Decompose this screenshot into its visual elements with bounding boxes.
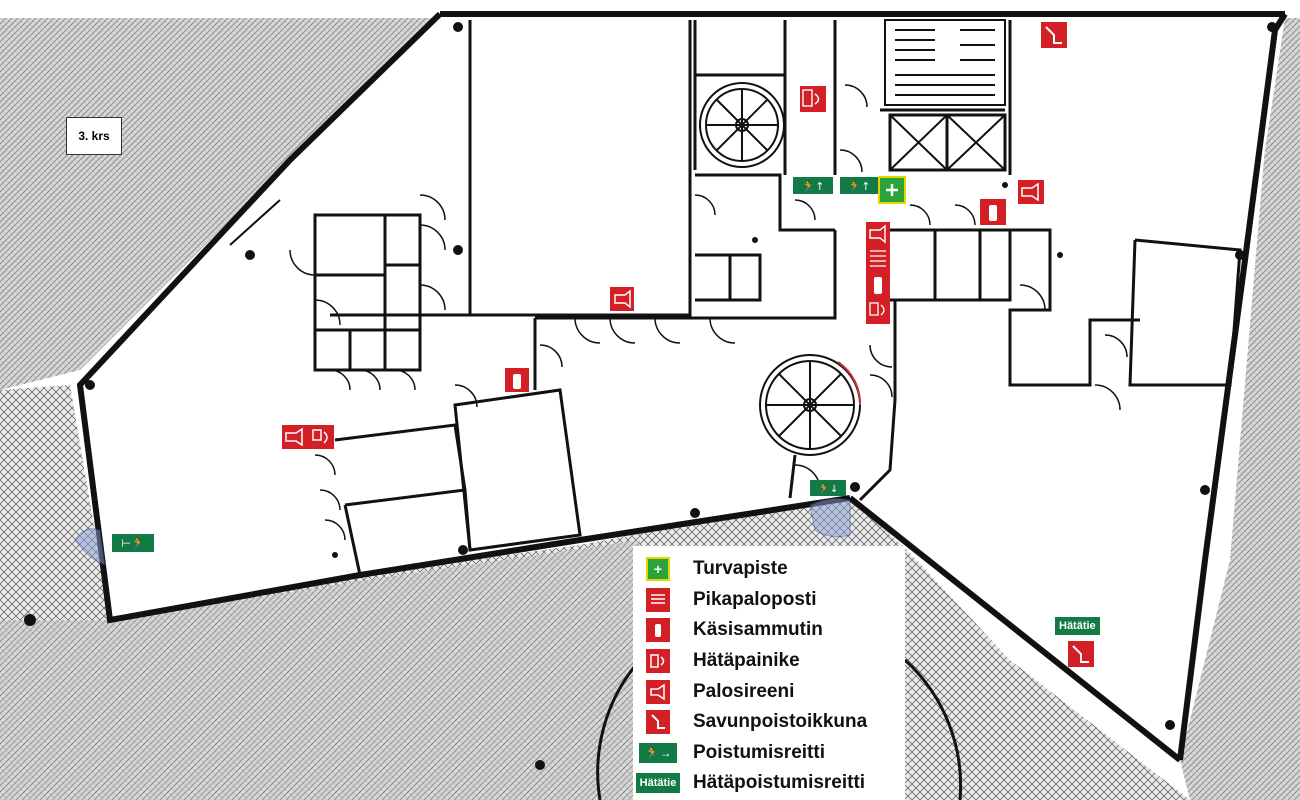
- alarm-button-icon: [646, 649, 670, 674]
- exit-sign-top-2: 🏃↑: [840, 177, 878, 194]
- siren-sign-top-middle: [610, 287, 634, 311]
- fire-siren-icon: [646, 679, 670, 704]
- legend-label: Savunpoistoikkuna: [693, 711, 868, 733]
- svg-text:🏃↑: 🏃↑: [848, 180, 871, 193]
- smoke-vent-icon: [646, 710, 670, 735]
- smoke-vent-sign-top-right: [1041, 22, 1067, 48]
- courtyard-lower-left: [0, 540, 640, 800]
- spiral-stair-top: [699, 82, 785, 168]
- floor-label: 3. krs: [66, 117, 122, 155]
- exit-sign-center-bottom: 🏃↓: [810, 480, 846, 496]
- safe-point-sign-top: [878, 176, 906, 204]
- legend-item-alarm-button: Hätäpainike: [633, 646, 905, 677]
- equipment-stack-sign: [866, 222, 890, 324]
- legend-label: Hätäpoistumisreitti: [693, 772, 866, 794]
- siren-alarm-sign-left: [282, 425, 334, 449]
- legend-item-smoke-vent: Savunpoistoikkuna: [633, 707, 905, 738]
- emergency-exit-sign: Hätätie: [1055, 617, 1100, 635]
- elevator-shafts: [889, 114, 1006, 171]
- hose-alarm-sign-top: [800, 86, 826, 112]
- exterior-walls: [76, 11, 1288, 763]
- svg-text:🏃↑: 🏃↑: [802, 180, 825, 193]
- fire-hose-icon: [646, 587, 670, 612]
- svg-text:⊢🏃: ⊢🏃: [121, 537, 144, 550]
- legend-label: Hätäpainike: [693, 650, 800, 672]
- legend-label: Palosireeni: [693, 680, 795, 702]
- legend: + Turvapiste Pikapaloposti Käsisammutin …: [633, 546, 905, 800]
- legend-label: Poistumisreitti: [693, 741, 825, 763]
- legend-item-fire-hose: Pikapaloposti: [633, 585, 905, 616]
- svg-text:🏃↓: 🏃↓: [818, 482, 839, 495]
- legend-label: Pikapaloposti: [693, 588, 817, 610]
- fire-extinguisher-icon: [646, 618, 670, 643]
- main-staircase: [884, 19, 1006, 106]
- courtyard-curve: [596, 658, 963, 800]
- legend-item-emergency-exit-route: Hätätie Hätäpoistumisreitti: [633, 768, 905, 799]
- smoke-vent-sign-bottom-right: [1068, 641, 1094, 667]
- exit-route-icon: 🏃→: [639, 742, 677, 763]
- legend-item-siren: Palosireeni: [633, 676, 905, 707]
- exit-sign-left: ⊢🏃: [112, 534, 154, 552]
- legend-item-extinguisher: Käsisammutin: [633, 615, 905, 646]
- legend-item-exit-route: 🏃→ Poistumisreitti: [633, 738, 905, 769]
- glass-doors: [74, 497, 851, 566]
- legend-label: Käsisammutin: [693, 619, 823, 641]
- exit-sign-top-1: 🏃↑: [793, 177, 833, 194]
- safe-point-icon: +: [646, 557, 670, 582]
- extinguisher-sign-right: [980, 199, 1006, 225]
- extinguisher-sign-center: [505, 368, 529, 392]
- doors: [289, 84, 1128, 541]
- spiral-stair-center: [759, 354, 862, 456]
- emergency-exit-route-icon: Hätätie: [635, 773, 681, 794]
- outer-terrace-left: [0, 18, 440, 390]
- legend-item-safe-point: + Turvapiste: [633, 554, 905, 585]
- columns: [24, 22, 1277, 770]
- legend-label: Turvapiste: [693, 558, 788, 580]
- siren-sign-right: [1018, 180, 1044, 204]
